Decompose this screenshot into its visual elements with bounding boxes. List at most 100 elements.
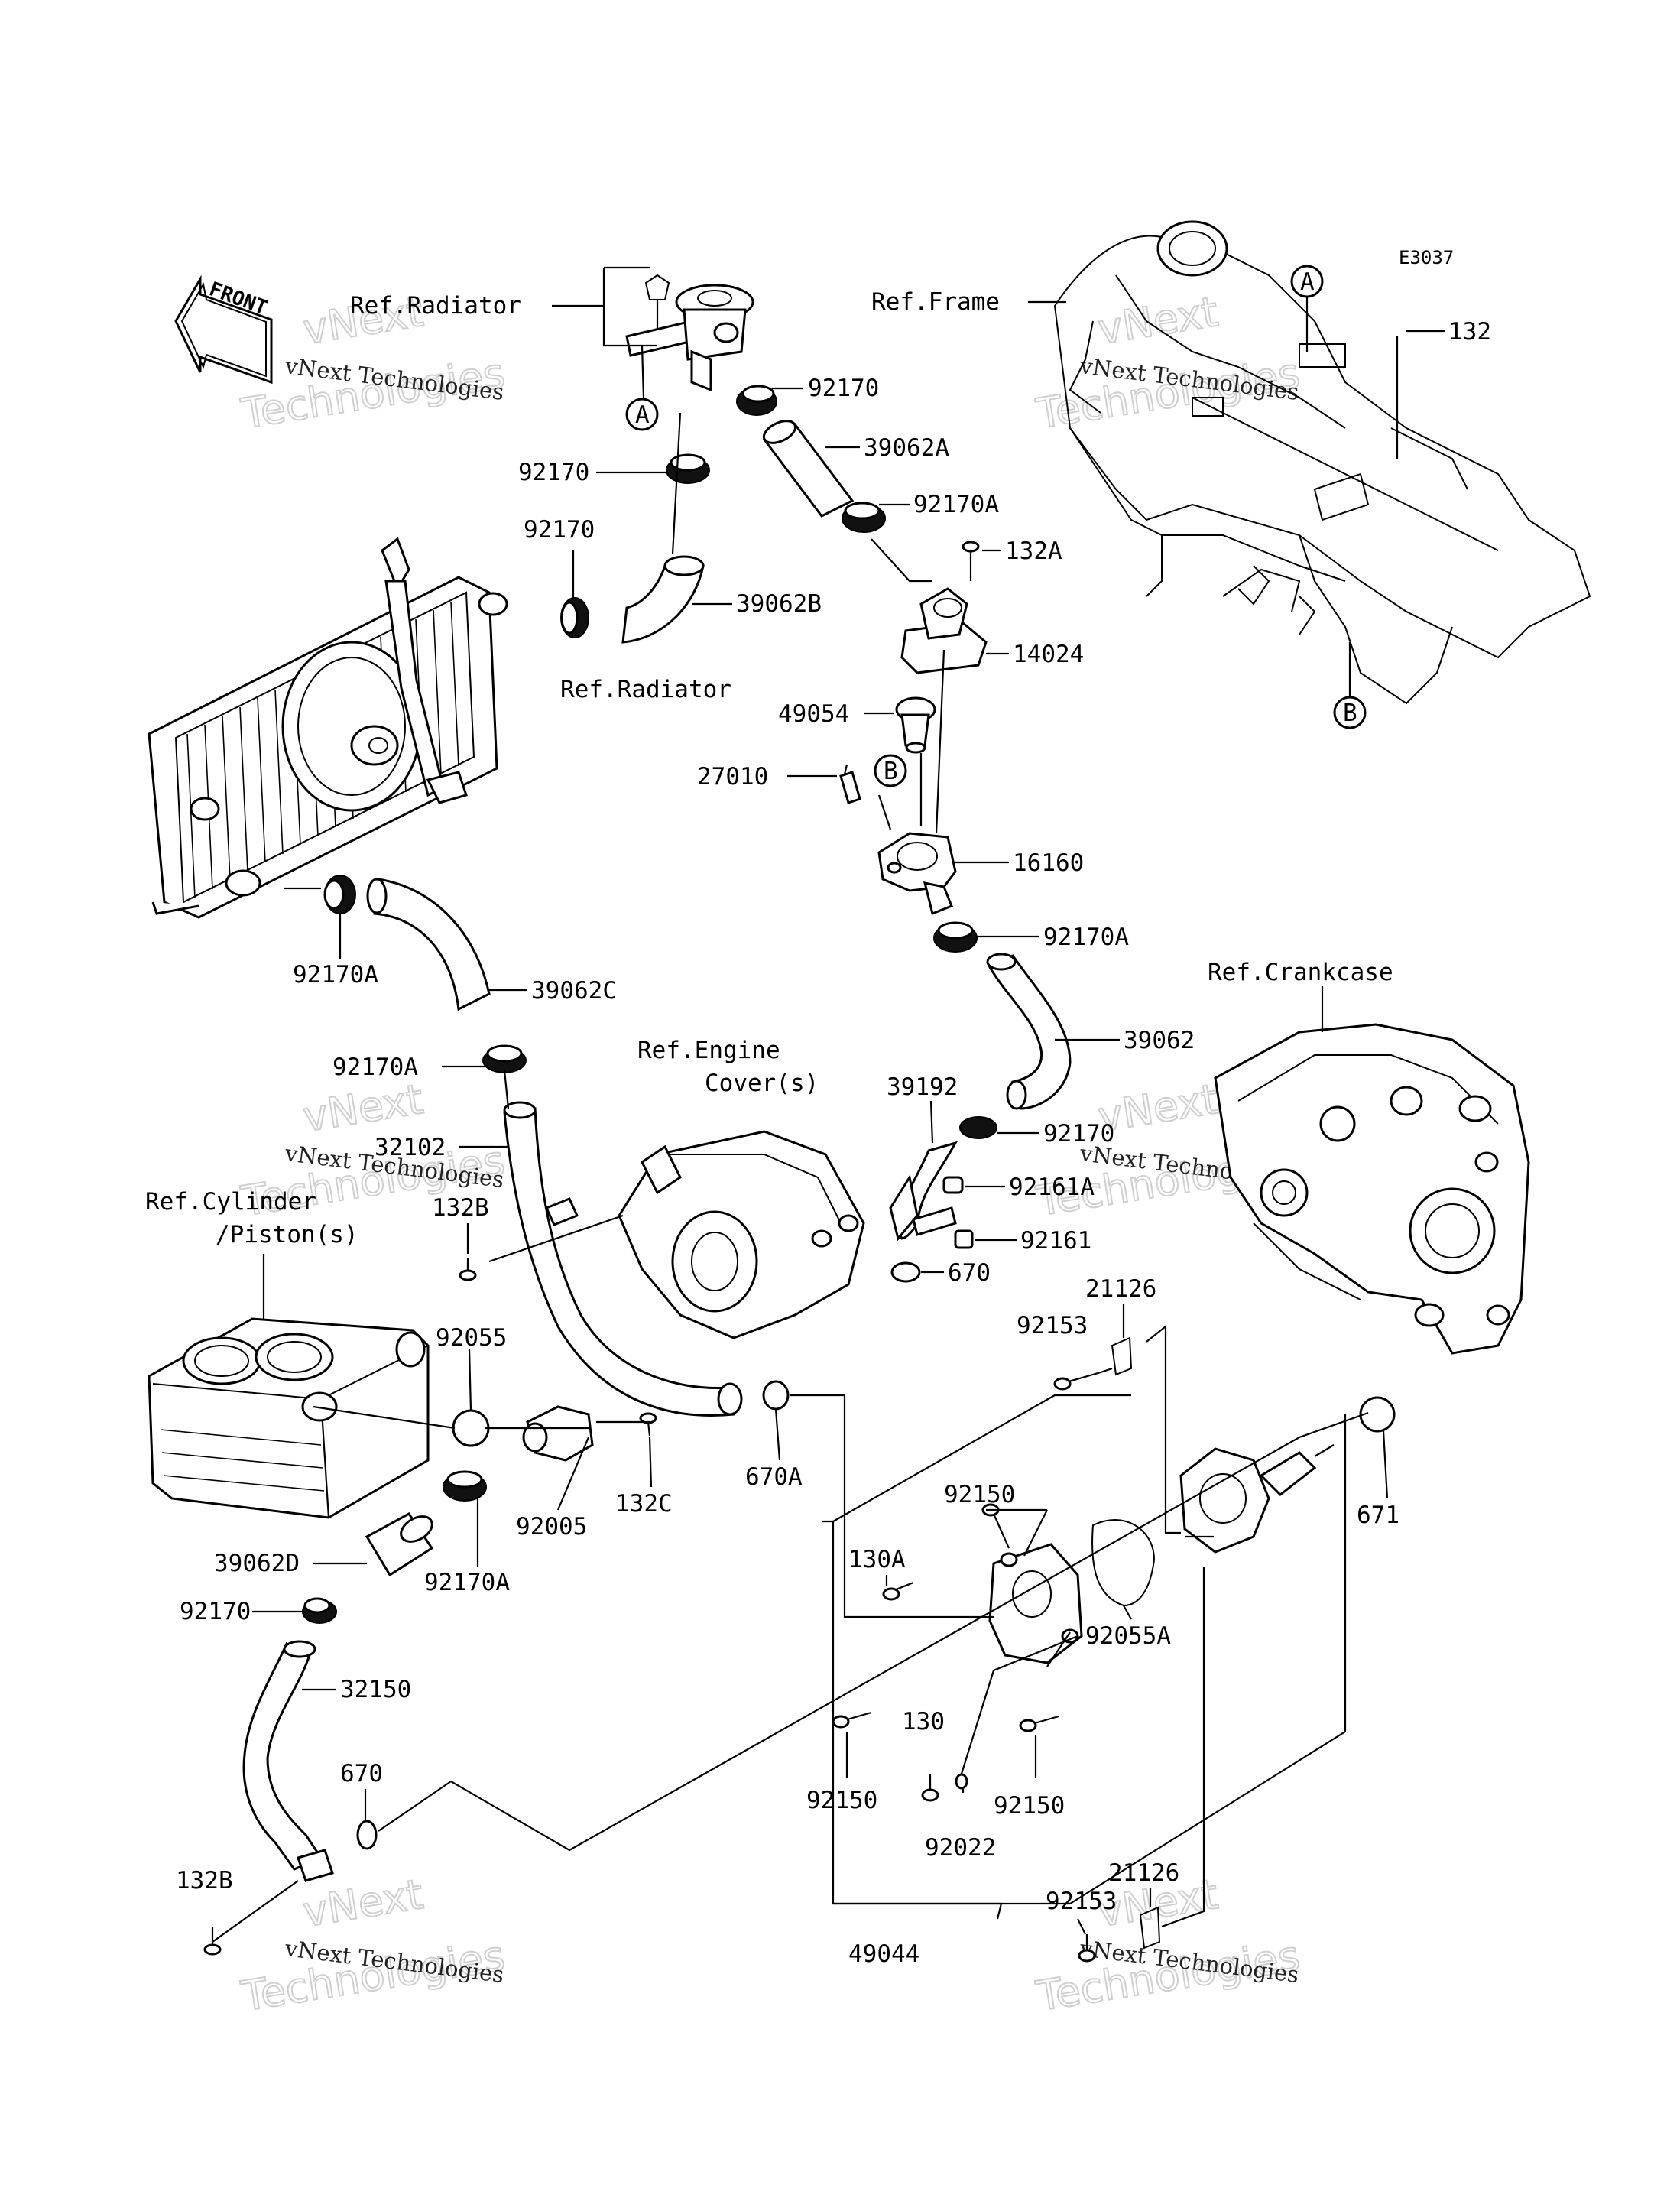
- hose-39062A: [762, 420, 855, 518]
- radiator-cap-assembly: [625, 274, 754, 392]
- part-label: 32150: [340, 1676, 411, 1703]
- bracket-21126-top: [1111, 1336, 1133, 1376]
- sensor-27010: [839, 764, 861, 804]
- watermark-bottom-left: vNext Technologies vNext Technologies: [237, 1869, 508, 2021]
- ref-engine-cover-label-1: Ref.Engine: [637, 1037, 780, 1064]
- part-label: 92153: [1017, 1312, 1088, 1339]
- part-label: 670: [340, 1760, 383, 1787]
- ref-cylinder-label-1: Ref.Cylinder: [145, 1188, 316, 1216]
- clamp-92170A-top: [842, 502, 886, 533]
- clamp-92170-mid: [666, 453, 710, 484]
- part-label: 14024: [1013, 641, 1084, 668]
- part-label: 92170A: [1043, 924, 1129, 951]
- part-label: 39062: [1124, 1027, 1195, 1054]
- part-label: 92150: [806, 1787, 877, 1814]
- diagram-code: E3037: [1399, 247, 1454, 268]
- fitting-92005: [522, 1405, 594, 1462]
- part-label: 49044: [848, 1940, 919, 1968]
- ref-radiator-label: Ref.Radiator: [560, 676, 731, 703]
- bolt-132A: [962, 541, 980, 581]
- part-label: 16160: [1013, 849, 1084, 877]
- part-label: 92170: [1043, 1120, 1114, 1148]
- frame-illustration: [1053, 220, 1591, 705]
- bolt-132C: [639, 1412, 657, 1437]
- gasket-92055A: [1091, 1518, 1156, 1607]
- oring-92055: [452, 1409, 490, 1447]
- ref-radiator-top-label: Ref.Radiator: [350, 292, 521, 320]
- part-label: 130A: [848, 1546, 906, 1573]
- part-label: 92170A: [332, 1054, 418, 1081]
- part-label: 92170: [524, 516, 595, 544]
- front-arrow: FRONT: [174, 274, 273, 385]
- clamp-92170A-lower: [443, 1470, 487, 1502]
- oring-670-upper: [890, 1261, 921, 1283]
- part-label: 92170: [180, 1598, 251, 1625]
- pipe-32150: [242, 1640, 334, 1882]
- part-label: 27010: [697, 763, 768, 791]
- thermostat-49054: [895, 696, 936, 754]
- ref-crankcase-label: Ref.Crankcase: [1208, 959, 1393, 986]
- callout-letter: B: [884, 758, 898, 785]
- callout-A-left: A: [625, 398, 659, 431]
- ref-frame-label: Ref.Frame: [871, 288, 1000, 316]
- cylinder-illustration: [148, 1317, 430, 1519]
- bolt-92153-bottom: [1078, 1934, 1096, 1963]
- bolt-92150-right: [1019, 1715, 1059, 1732]
- part-label: 132B: [432, 1194, 489, 1222]
- part-label: 132B: [176, 1867, 233, 1894]
- bracket-21126-bottom: [1139, 1906, 1161, 1950]
- reference-labels: Ref.Radiator Ref.Radiator Ref.Frame Ref.…: [145, 288, 1393, 1248]
- oring-670-lower: [356, 1820, 378, 1850]
- part-label: 92153: [1046, 1888, 1117, 1915]
- part-label: 32102: [375, 1134, 446, 1161]
- part-label: 132C: [615, 1490, 673, 1518]
- hose-39062C: [366, 878, 491, 1011]
- callout-letter: A: [1300, 268, 1315, 296]
- part-label: 92170A: [293, 961, 378, 989]
- part-label: 92170: [518, 459, 589, 486]
- bolt-132B-lower: [203, 1927, 222, 1956]
- clamp-92170-top: [736, 385, 777, 416]
- part-label: 92150: [944, 1481, 1015, 1508]
- hose-39062B: [621, 555, 705, 644]
- clamp-92170-left: [560, 597, 589, 638]
- clamp-92170A-radiator-lower: [323, 875, 356, 914]
- part-label: 21126: [1108, 1859, 1179, 1887]
- callout-letter: B: [1343, 700, 1357, 727]
- watermark-big-1: vNext: [1095, 287, 1221, 354]
- part-label: 671: [1357, 1502, 1399, 1529]
- leader-lines: [212, 266, 1445, 1943]
- bolt-92153-top: [1053, 1371, 1101, 1391]
- part-number-labels: 132 92170 39062A 92170 92170A 132A 92170…: [176, 318, 1491, 1968]
- hose-39062D: [365, 1512, 434, 1577]
- part-label: 39062C: [531, 977, 617, 1005]
- part-label: 92022: [925, 1834, 996, 1862]
- part-label: 92170A: [913, 491, 999, 518]
- washer-92022: [955, 1773, 968, 1790]
- clamp-92170A-pipe-top: [482, 1044, 527, 1073]
- part-label: 39062A: [864, 434, 949, 462]
- oring-670A: [762, 1380, 790, 1411]
- bolt-92150-left: [832, 1711, 872, 1729]
- part-label: 21126: [1085, 1275, 1156, 1303]
- water-pump-cover: [988, 1543, 1083, 1664]
- part-label: 49054: [778, 700, 849, 728]
- clamp-92170-lower: [302, 1597, 337, 1624]
- hose-39062: [986, 953, 1072, 1110]
- part-label: 92161A: [1009, 1174, 1095, 1201]
- part-label: 670A: [745, 1463, 803, 1491]
- callout-A-frame: A: [1290, 265, 1324, 298]
- bolt-92150-top: [981, 1503, 1010, 1549]
- part-label: 39192: [887, 1073, 958, 1101]
- engine-cover-illustration: [618, 1130, 865, 1339]
- water-pump-impeller: [1179, 1444, 1335, 1554]
- part-label: 130: [902, 1708, 945, 1735]
- ref-engine-cover-label-2: Cover(s): [705, 1070, 819, 1097]
- pipe-39192: [889, 1116, 997, 1249]
- clamp-92170A-thermo: [933, 921, 978, 953]
- radiator-illustration: [148, 537, 508, 919]
- part-label: 92170: [808, 375, 879, 402]
- pipe-32102: [503, 1101, 743, 1417]
- oring-671: [1359, 1396, 1396, 1433]
